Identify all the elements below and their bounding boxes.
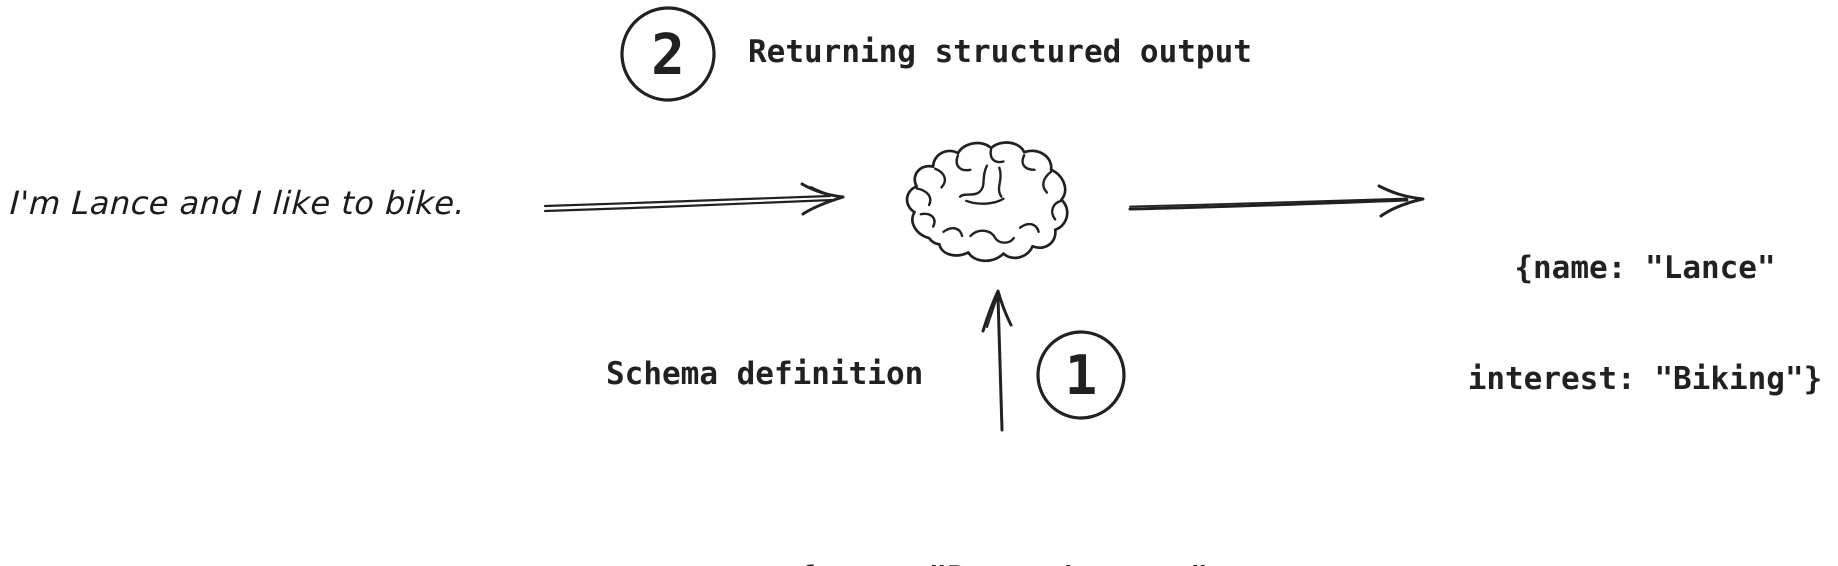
schema-json: {name: "Person's name" interest: "Person… xyxy=(698,486,1308,566)
step-1-number: 1 xyxy=(1065,344,1098,407)
arrow-right-output-icon xyxy=(1128,184,1425,218)
step-1-badge: 1 xyxy=(1036,330,1126,420)
step-2-circle xyxy=(620,6,716,102)
step-1-circle xyxy=(1036,330,1126,420)
input-message: I'm Lance and I like to bike. xyxy=(9,184,467,222)
arrow-up-schema-icon xyxy=(981,289,1013,432)
arrow-right-input-icon xyxy=(543,182,845,216)
brain-icon xyxy=(905,141,1069,263)
output-json: {name: "Lance" interest: "Biking"} xyxy=(1450,176,1838,472)
step-2-number: 2 xyxy=(651,23,685,88)
schema-json-line1: {name: "Person's name" xyxy=(698,560,1308,566)
step-1-label: Schema definition xyxy=(606,356,924,392)
step-2-badge: 2 xyxy=(620,6,716,102)
output-json-line2: interest: "Biking"} xyxy=(1467,361,1823,397)
step-2-label: Returning structured output xyxy=(748,34,1252,70)
output-json-line1: {name: "Lance" xyxy=(1514,250,1776,286)
